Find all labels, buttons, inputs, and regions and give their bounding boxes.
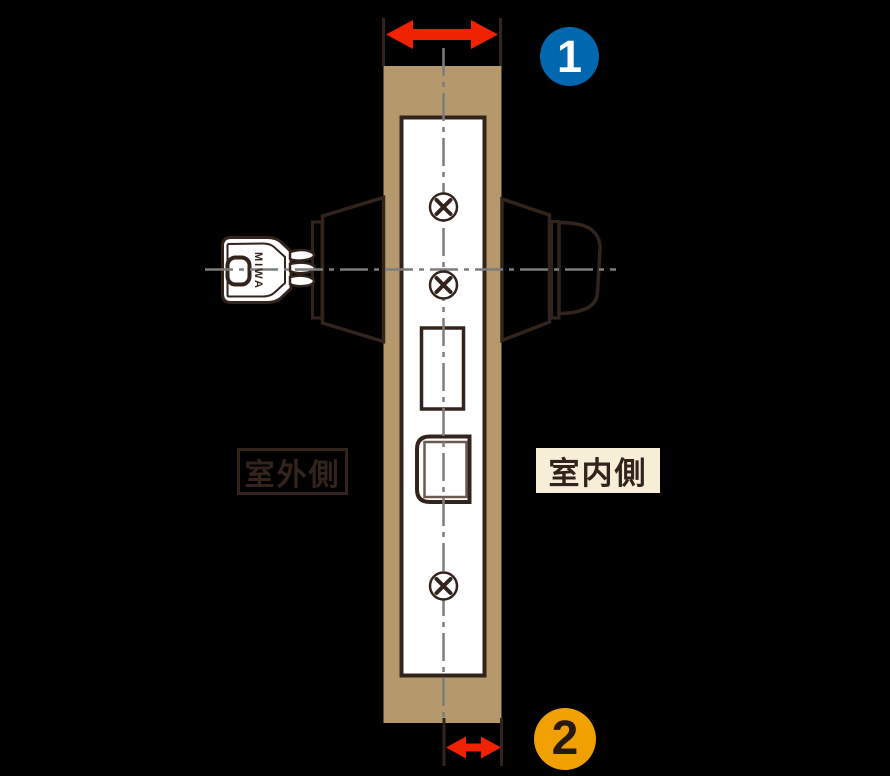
key-brand-text: MIWA xyxy=(252,252,264,290)
indoor-side-label: 室内側 xyxy=(536,448,660,493)
key-ring-hole-icon xyxy=(225,255,252,287)
numbered-circle-2-badge: 2 xyxy=(534,708,596,770)
key-head-inner-line xyxy=(226,242,286,298)
key-blade-serration xyxy=(288,261,317,275)
latch-bolt-inner-line xyxy=(423,440,468,499)
knob-body xyxy=(557,220,602,316)
double-headed-arrow-icon xyxy=(446,736,501,759)
numbered-circle-1-badge: 1 xyxy=(540,27,599,86)
knob-escutcheon xyxy=(500,196,552,344)
phillips-screw-icon xyxy=(428,571,459,601)
cylinder-body xyxy=(320,195,386,344)
phillips-screw-icon xyxy=(428,270,459,300)
key-blade-serration xyxy=(288,274,316,288)
phillips-screw-icon xyxy=(428,192,459,222)
key-blade-serration xyxy=(288,248,316,262)
outdoor-side-label: 室外側 xyxy=(237,448,348,495)
double-headed-arrow-icon xyxy=(386,20,498,49)
